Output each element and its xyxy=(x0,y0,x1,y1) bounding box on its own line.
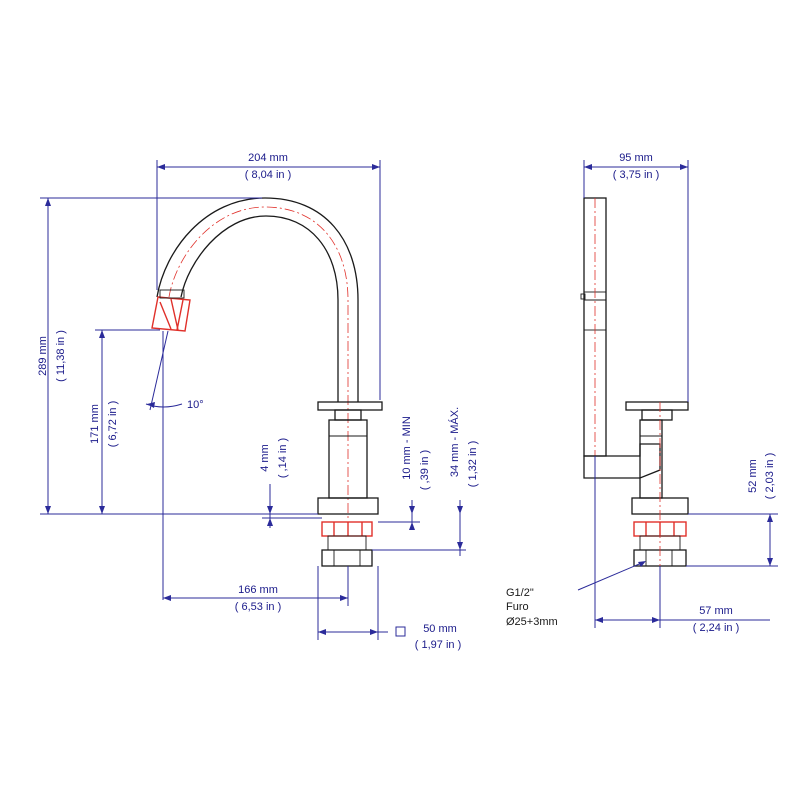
label-angle-10: 10° xyxy=(187,399,204,411)
dim-angle-10 xyxy=(145,330,183,600)
label-reach-166-mm: 166 mm xyxy=(238,584,278,596)
label-min-10-in: ( ,39 in ) xyxy=(419,450,431,490)
label-reach-166-in: ( 6,53 in ) xyxy=(235,601,281,613)
label-side-height-52-mm: 52 mm xyxy=(747,459,759,493)
label-height-171-mm: 171 mm xyxy=(89,404,101,444)
dim-max-34 xyxy=(372,500,466,556)
dim-width-204 xyxy=(156,160,381,400)
label-base-50-in: ( 1,97 in ) xyxy=(415,639,461,651)
label-max-34-mm: 34 mm - MÁX. xyxy=(448,407,461,477)
side-body-block xyxy=(639,419,663,499)
label-side-width-95-in: ( 3,75 in ) xyxy=(613,169,659,181)
dim-side-offset-57 xyxy=(594,456,770,628)
side-view: 95 mm ( 3,75 in ) 52 mm ( 2,03 in ) 57 m… xyxy=(506,152,778,634)
front-view: 204 mm ( 8,04 in ) 289 mm ( 11,38 in ) 1… xyxy=(37,152,479,651)
faucet-base-flange xyxy=(317,497,379,515)
dim-side-width-95 xyxy=(583,160,689,402)
label-max-34-in: ( 1,32 in ) xyxy=(467,441,479,487)
dim-height-289 xyxy=(40,197,318,515)
label-hole-diameter: Ø25+3mm xyxy=(506,616,558,628)
label-side-offset-57-in: ( 2,24 in ) xyxy=(693,622,739,634)
handle-bar xyxy=(317,401,383,411)
label-height-289-mm: 289 mm xyxy=(37,336,49,376)
mounting-nut xyxy=(321,521,373,567)
label-flange-4-in: ( ,14 in ) xyxy=(277,438,289,478)
label-flange-4-mm: 4 mm xyxy=(259,444,271,472)
dim-base-50 xyxy=(317,566,406,640)
label-thread: G1/2" xyxy=(506,587,534,599)
square-base-icon xyxy=(395,626,406,637)
label-hole: Furo xyxy=(506,601,529,613)
label-width-204-mm: 204 mm xyxy=(248,152,288,164)
label-side-width-95-mm: 95 mm xyxy=(619,152,653,164)
dim-height-171 xyxy=(95,329,160,514)
dim-reach-166 xyxy=(163,566,349,606)
spout-centerline xyxy=(168,206,349,520)
spout-outline-outer xyxy=(156,197,359,402)
side-handle-bar xyxy=(625,401,689,411)
label-side-height-52-in: ( 2,03 in ) xyxy=(764,453,776,499)
spout-outline-inner xyxy=(180,215,339,402)
label-width-204-in: ( 8,04 in ) xyxy=(245,169,291,181)
label-base-50-mm: 50 mm xyxy=(423,623,457,635)
dim-min-10 xyxy=(378,500,420,530)
label-min-10-mm: 10 mm - MIN xyxy=(401,416,413,480)
dim-flange-4 xyxy=(262,484,322,528)
label-side-offset-57-mm: 57 mm xyxy=(699,605,733,617)
label-height-171-in: ( 6,72 in ) xyxy=(107,401,119,447)
leader-thread xyxy=(577,561,646,591)
dim-side-height-52 xyxy=(686,513,778,567)
aerator-tip xyxy=(151,289,191,332)
label-height-289-in: ( 11,38 in ) xyxy=(55,330,67,382)
